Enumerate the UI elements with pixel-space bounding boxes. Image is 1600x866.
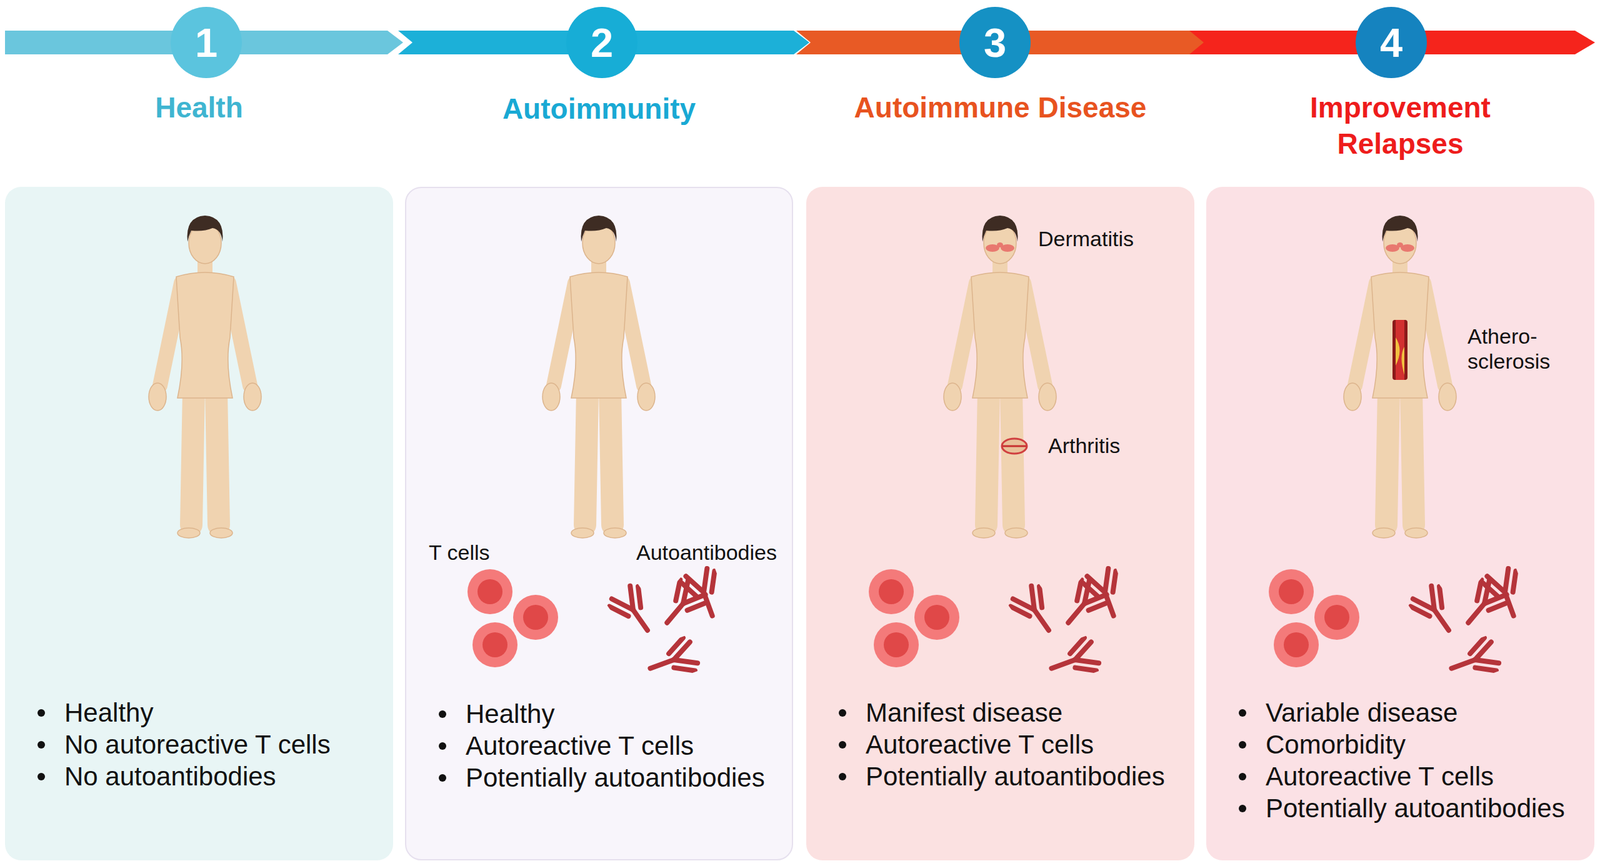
bullet-text: Potentially autoantibodies (465, 761, 779, 794)
bullet-text: Autoreactive T cells (465, 730, 779, 762)
stage-panel: Improvement RelapsesVariable diseaseComo… (1206, 186, 1595, 861)
stage-title: Autoimmune Disease (813, 89, 1189, 126)
antibody-label: Autoantibodies (636, 540, 777, 565)
bullet-dot (1238, 773, 1247, 781)
step-number: 4 (1380, 19, 1403, 67)
bullet-dot (438, 710, 447, 719)
bullet-dot (838, 773, 847, 781)
bullet-dot (1238, 741, 1247, 749)
bullet-dot (838, 709, 847, 717)
bullet-text: No autoantibodies (64, 760, 377, 793)
cell-label: T cells (428, 540, 490, 565)
bullet-dot (37, 709, 45, 717)
bullet-text: Variable disease (1265, 696, 1579, 729)
step-number: 2 (590, 19, 614, 67)
step-circle: 3 (959, 6, 1031, 79)
symptom-label: Arthritis (1048, 433, 1120, 459)
stage-title: Health (24, 89, 375, 126)
symptom-label: Dermatitis (1038, 226, 1134, 252)
stage-title: Autoimmunity (418, 90, 781, 127)
bullet-text: Comorbidity (1265, 728, 1579, 761)
step-circle: 1 (170, 6, 242, 79)
bullet-dot (838, 741, 847, 749)
bullet-text: Autoreactive T cells (865, 728, 1179, 761)
bullet-dot (438, 774, 447, 782)
bullet-text: Potentially autoantibodies (1265, 792, 1579, 825)
step-circle: 2 (566, 6, 638, 79)
bullet-text: Healthy (465, 698, 779, 730)
stage-title: Improvement Relapses (1294, 89, 1507, 162)
step-circle: 4 (1355, 6, 1427, 79)
bullet-text: Potentially autoantibodies (865, 760, 1179, 793)
comorbidity-label: Athero- sclerosis (1467, 323, 1577, 374)
bullet-dot (438, 742, 447, 750)
stage-panel: HealthHealthyNo autoreactive T cellsNo a… (5, 186, 394, 861)
bullet-dot (37, 741, 45, 749)
step-number: 3 (983, 19, 1007, 67)
bullet-text: Healthy (64, 696, 377, 729)
bullet-text: No autoreactive T cells (64, 728, 377, 761)
bullet-text: Autoreactive T cells (1265, 760, 1579, 793)
bullet-dot (1238, 709, 1247, 717)
step-number: 1 (195, 19, 218, 67)
bullet-dot (1238, 805, 1247, 813)
bullet-text: Manifest disease (865, 696, 1179, 729)
stage-panel: Autoimmune DiseaseManifest diseaseAutore… (806, 186, 1195, 861)
stage-panel: AutoimmunityHealthyAutoreactive T cellsP… (405, 186, 794, 861)
bullet-dot (37, 773, 45, 781)
